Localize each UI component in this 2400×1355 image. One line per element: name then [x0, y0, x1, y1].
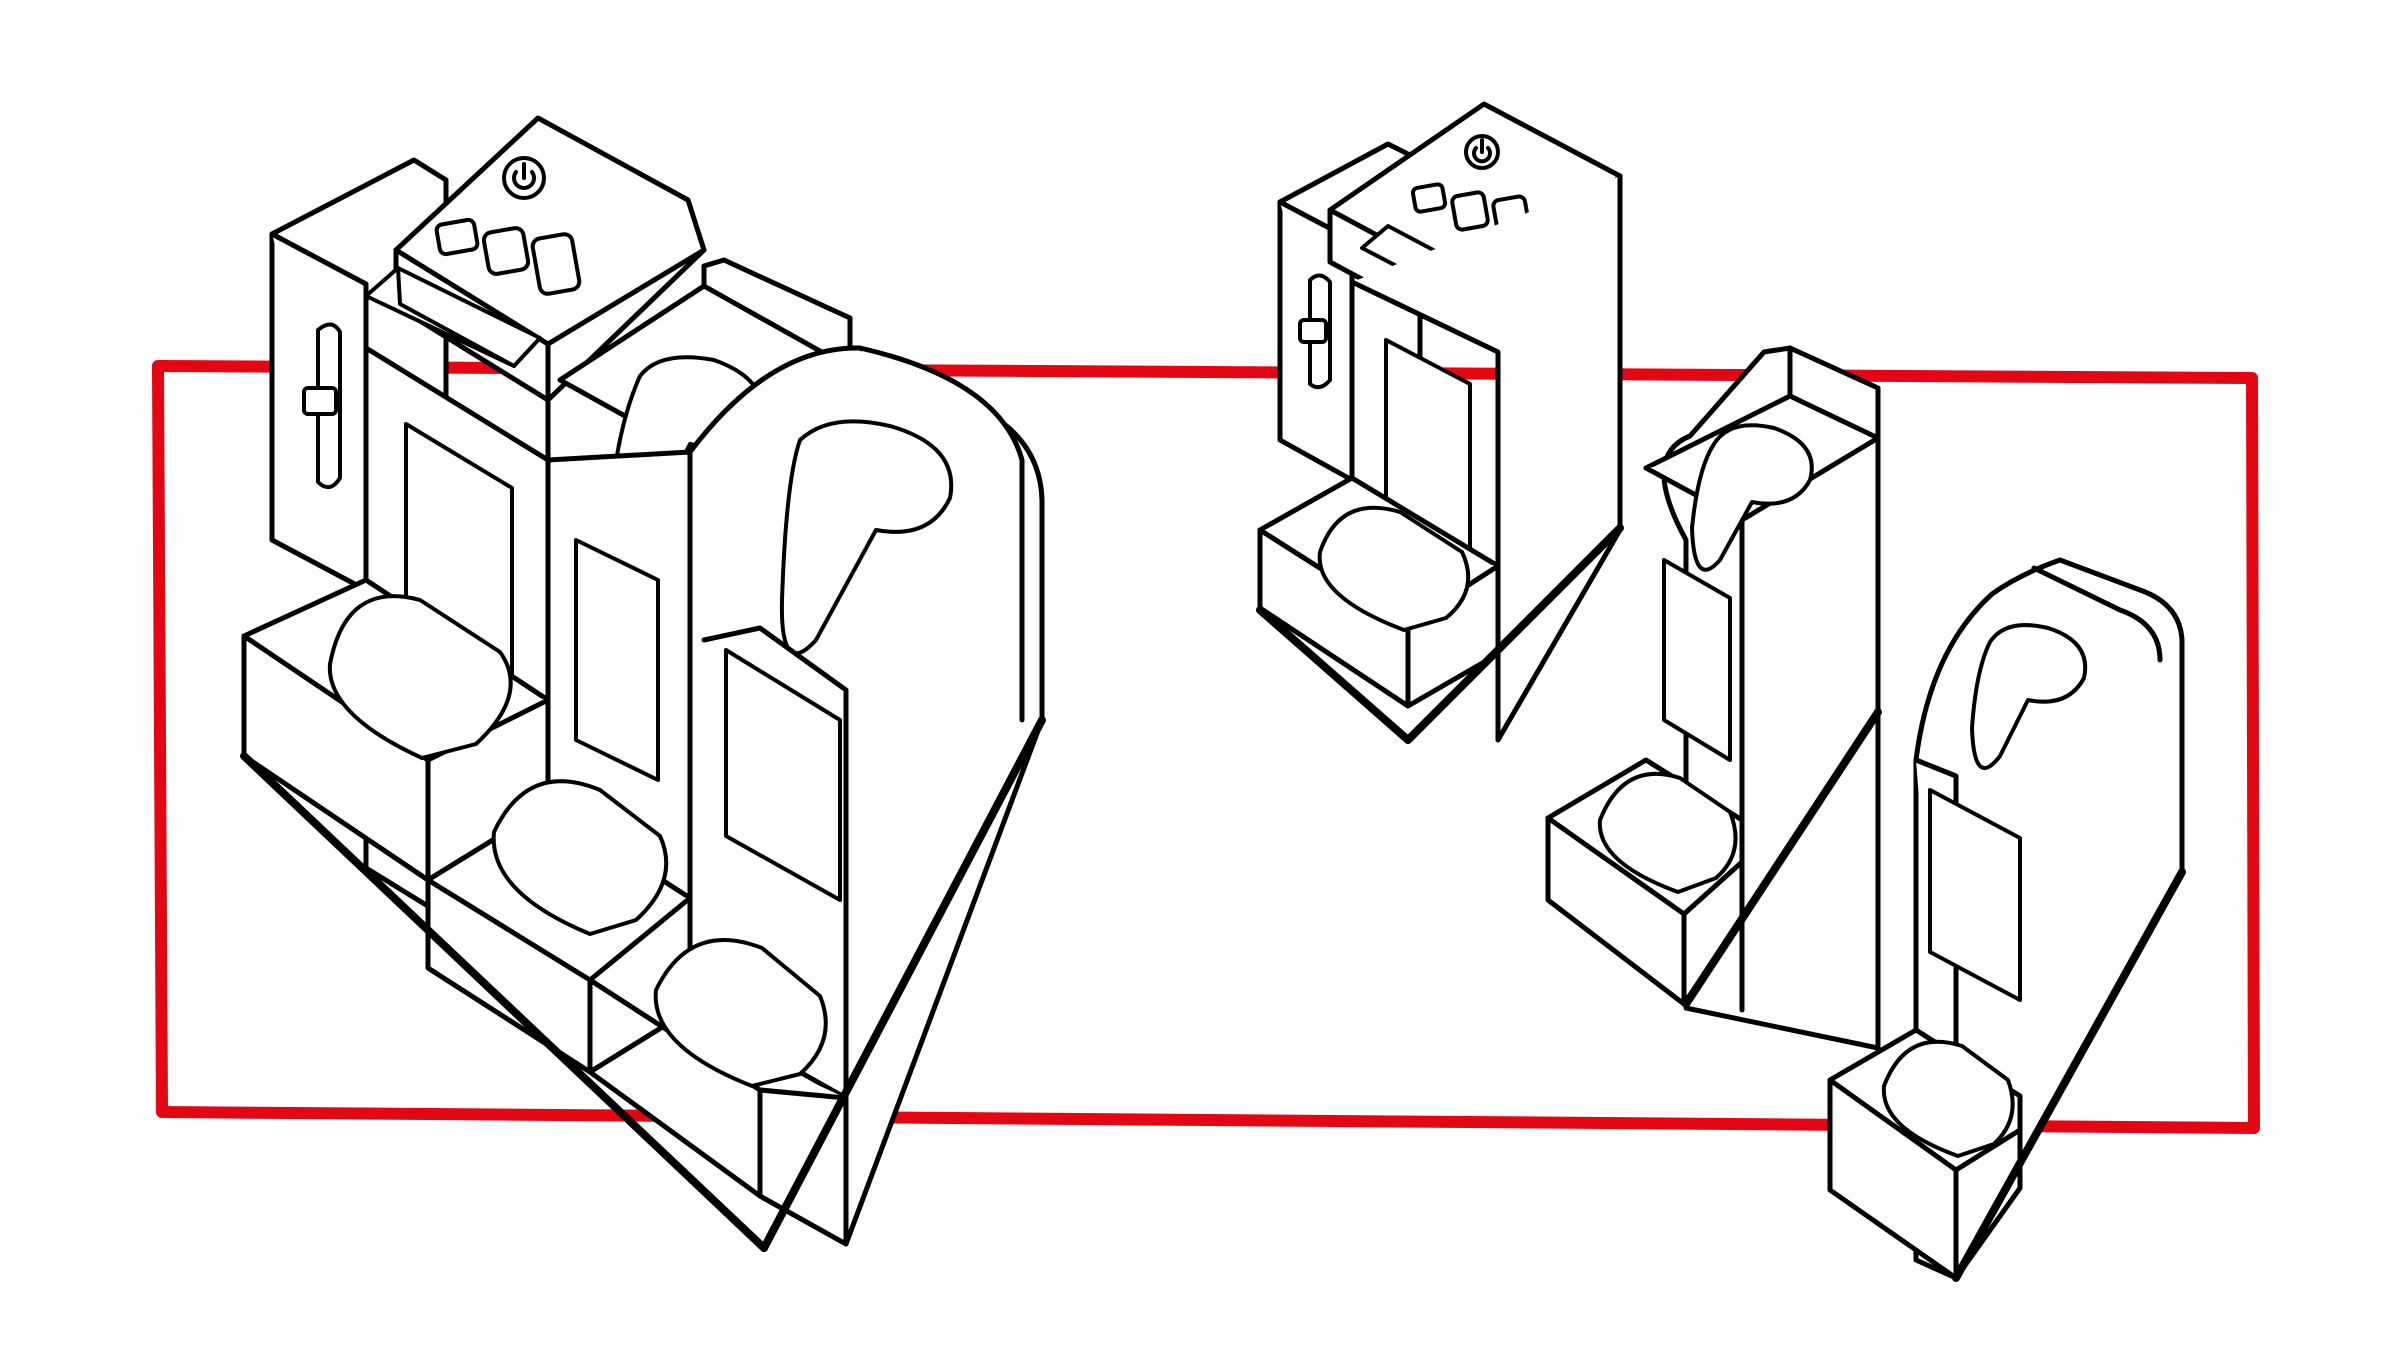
front-opening: [574, 538, 660, 782]
drip-tray: [1597, 771, 1738, 894]
front-opening: [1662, 558, 1732, 762]
drip-tray: [653, 938, 828, 1088]
shadow-outline: [1952, 868, 2186, 1282]
cup-station-curved-module: [1827, 557, 2186, 1282]
cup-holder-ring: [779, 419, 954, 656]
cup-station: [425, 257, 853, 1075]
panel-button[interactable]: [434, 217, 480, 257]
panel-button[interactable]: [530, 232, 582, 296]
shadow-outline: [760, 716, 1046, 1252]
side-lever-handle: [1298, 318, 1328, 344]
shadow-outline: [1682, 708, 1882, 1008]
shadow-outline: [1404, 524, 1624, 744]
front-opening: [724, 648, 842, 902]
drip-tray: [1317, 505, 1471, 632]
panel-button[interactable]: [1410, 182, 1448, 214]
cup-holder-ring: [1690, 423, 1814, 572]
cup-station-curved: [587, 345, 1045, 1247]
dispense-tray: [364, 266, 542, 368]
main-unit-module: [1256, 101, 1624, 744]
cup-holder-ring: [1970, 623, 2088, 770]
panel-button[interactable]: [1450, 190, 1490, 232]
shadow-outline: [1256, 606, 1412, 744]
front-opening: [1928, 788, 2022, 1002]
separate-modules: [1256, 101, 2186, 1282]
cup-station-module: [1545, 345, 1882, 1051]
side-lever-handle: [302, 386, 338, 416]
drip-tray: [1881, 1039, 2015, 1158]
power-icon[interactable]: [502, 156, 546, 200]
shadow-outline: [240, 752, 768, 1252]
drip-tray: [327, 594, 513, 760]
main-unit: [241, 115, 707, 983]
power-icon[interactable]: [1464, 134, 1500, 170]
panel-button[interactable]: [481, 226, 531, 276]
drip-tray: [491, 779, 669, 936]
control-panel: [364, 156, 582, 368]
assembled-unit: [240, 115, 1046, 1252]
